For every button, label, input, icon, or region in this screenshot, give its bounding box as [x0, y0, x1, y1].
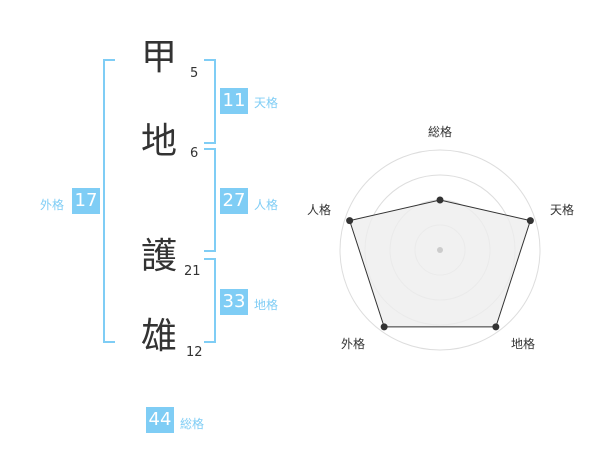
soukaku-label: 総格	[180, 417, 205, 431]
jinkaku-bracket	[204, 148, 216, 252]
radar-point-4	[380, 323, 388, 331]
radar-axis-label-tenkaku: 天格	[550, 203, 575, 217]
radar-axis-label-soukaku: 総格	[428, 125, 453, 139]
stroke-count-1: 5	[190, 66, 199, 81]
gaikaku-bracket	[103, 59, 115, 343]
radar-center-dot	[437, 247, 443, 253]
name-char-2: 地	[140, 121, 177, 162]
radar-chart	[339, 149, 541, 351]
radar-point-2	[526, 217, 534, 225]
gaikaku-label: 外格	[40, 198, 65, 212]
radar-axis-label-jinkaku: 人格	[307, 203, 332, 217]
name-char-3: 護	[140, 236, 177, 277]
name-char-1: 甲	[140, 37, 177, 78]
jinkaku-value: 27	[220, 188, 248, 214]
tenkaku-label: 天格	[254, 96, 279, 110]
radar-point-1	[436, 196, 444, 204]
chikaku-label: 地格	[254, 298, 279, 312]
tenkaku-value: 11	[220, 88, 248, 114]
chikaku-bracket	[204, 258, 216, 343]
radar-point-3	[492, 323, 500, 331]
radar-ring	[339, 149, 541, 351]
stroke-count-4: 12	[186, 345, 203, 360]
stroke-count-2: 6	[190, 146, 199, 161]
jinkaku-label: 人格	[254, 198, 279, 212]
radar-point-5	[346, 217, 354, 225]
radar-axis-label-gaikaku: 外格	[341, 337, 366, 351]
name-char-4: 雄	[140, 316, 177, 357]
chikaku-value: 33	[220, 289, 248, 315]
soukaku-value: 44	[146, 407, 174, 433]
tenkaku-bracket	[204, 59, 216, 144]
radar-data-polygon	[349, 199, 531, 328]
gaikaku-value: 17	[72, 188, 100, 214]
stroke-count-3: 21	[184, 264, 201, 279]
radar-axis-label-chikaku: 地格	[511, 337, 536, 351]
